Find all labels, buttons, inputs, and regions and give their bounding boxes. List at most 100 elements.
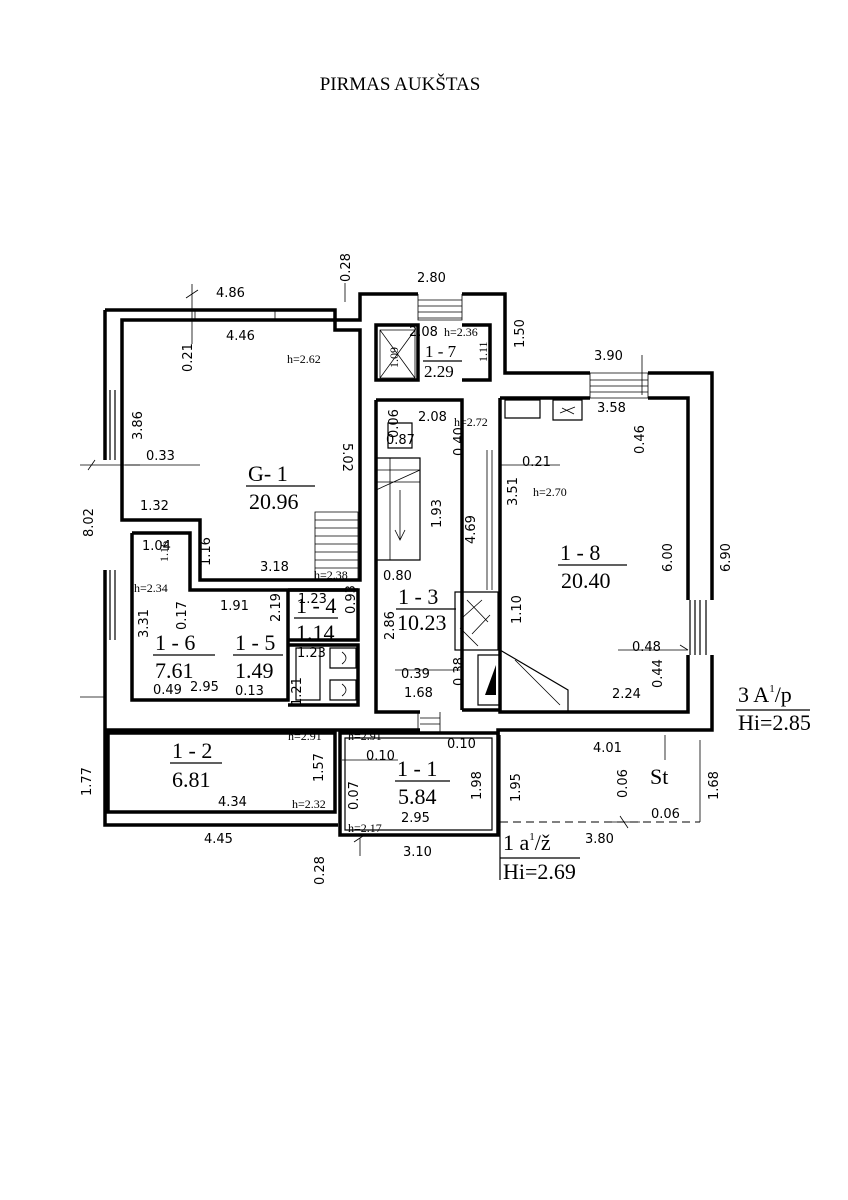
room-id: 1 - 6 — [155, 630, 195, 655]
height-label: h=2.32 — [292, 797, 326, 811]
dimension-label: 1.32 — [140, 499, 169, 514]
dimension-label: 4.86 — [216, 286, 245, 301]
unit-height: Hi=2.69 — [503, 859, 576, 884]
dimension-label: 4.46 — [226, 329, 255, 344]
room-id: G- 1 — [248, 461, 288, 486]
dimension-label: 0.33 — [146, 449, 175, 464]
dimension-label: 1.50 — [513, 319, 528, 348]
svg-text:1 a1/ž: 1 a1/ž — [503, 830, 551, 855]
dimension-labels: 4.86 0.28 2.80 4.46 2.08 1.50 1.09 1.11 … — [80, 253, 734, 885]
height-label: h=2.17 — [348, 821, 382, 835]
dimension-label: 1.57 — [312, 753, 327, 782]
unit-superscript: 1 — [769, 683, 775, 695]
dimension-label: 1.91 — [220, 599, 249, 614]
unit-code: 1 a — [503, 830, 530, 855]
walls — [103, 292, 714, 837]
room-id: 1 - 5 — [235, 630, 275, 655]
dimension-label: 2.86 — [383, 611, 398, 640]
plan-title: PIRMAS AUKŠTAS — [320, 73, 481, 95]
dimension-lines — [80, 283, 810, 880]
dimension-label: 8.02 — [82, 508, 97, 537]
dimension-label: 1.16 — [199, 537, 214, 566]
dimension-label: 3.18 — [260, 560, 289, 575]
dimension-label: 4.01 — [593, 741, 622, 756]
windows — [104, 310, 707, 655]
dimension-label: 0.06 — [387, 409, 402, 438]
unit-label-3a: 3 A1/p Hi=2.85 — [738, 682, 811, 735]
height-label: h=2.91 — [348, 729, 382, 743]
unit-suffix: /ž — [535, 830, 551, 855]
dimension-label: 4.69 — [464, 515, 479, 544]
dimension-label: 6.90 — [719, 543, 734, 572]
dimension-label: 0.13 — [235, 684, 264, 699]
height-label: h=2.38 — [314, 568, 348, 582]
dimension-label: 1.68 — [707, 771, 722, 800]
dimension-label: 2.19 — [269, 593, 284, 622]
unit-height: Hi=2.85 — [738, 710, 811, 735]
dimension-label: 5.02 — [339, 443, 354, 472]
height-labels: h=2.62 h=2.36 h=2.72 h=2.70 h=2.38 h=2.3… — [134, 325, 567, 835]
dimension-label: 4.45 — [204, 832, 233, 847]
height-label: h=2.62 — [287, 352, 321, 366]
dimension-label: 1.77 — [80, 767, 95, 796]
room-id: 1 - 1 — [397, 756, 437, 781]
height-label: h=2.72 — [454, 415, 488, 429]
unit-label-1a: 1 a1/ž Hi=2.69 — [503, 830, 576, 884]
dimension-label: 1.23 — [297, 646, 326, 661]
svg-text:3 A1/p: 3 A1/p — [738, 682, 792, 707]
st-label: St — [650, 764, 668, 789]
dimension-label: 1.11 — [476, 341, 490, 362]
dimension-label: 1.23 — [298, 592, 327, 607]
room-id: 1 - 3 — [398, 584, 438, 609]
dimension-label: 3.51 — [506, 477, 521, 506]
dimension-label: 2.95 — [401, 811, 430, 826]
room-area: 20.40 — [561, 568, 611, 593]
dimension-label: 0.38 — [452, 657, 467, 686]
dimension-label: 2.08 — [418, 410, 447, 425]
dimension-label: 0.49 — [153, 683, 182, 698]
dimension-label: 2.95 — [190, 680, 219, 695]
dimension-label: 1.09 — [387, 347, 401, 368]
dimension-label: 0.21 — [522, 455, 551, 470]
height-label: h=2.91 — [288, 729, 322, 743]
dimension-label: 0.44 — [651, 659, 666, 688]
dimension-label: 2.80 — [417, 271, 446, 286]
dimension-label: 2.24 — [612, 687, 641, 702]
dimension-label: 1.98 — [470, 771, 485, 800]
dimension-label: 0.28 — [339, 253, 354, 282]
height-label: h=2.34 — [134, 581, 168, 595]
dimension-label: 0.93 — [344, 585, 359, 614]
room-id: 1 - 4 — [296, 593, 336, 618]
room-id: 1 - 8 — [560, 540, 600, 565]
room-area: 7.61 — [155, 658, 194, 683]
dimension-label: 0.10 — [447, 737, 476, 752]
unit-suffix: /p — [775, 682, 792, 707]
dimension-label: 0.17 — [175, 601, 190, 630]
height-label: h=2.70 — [533, 485, 567, 499]
dimension-label: 6.00 — [661, 543, 676, 572]
dimension-label: 0.10 — [366, 749, 395, 764]
dimension-label: 0.46 — [633, 425, 648, 454]
dimension-label: 0.06 — [616, 769, 631, 798]
dimension-label: 0.39 — [401, 667, 430, 682]
height-label: h=2.36 — [444, 325, 478, 339]
unit-superscript: 1 — [529, 831, 535, 843]
room-area: 5.84 — [398, 784, 437, 809]
unit-code: 3 A — [738, 682, 769, 707]
room-area: 1.49 — [235, 658, 274, 683]
dimension-label: 3.90 — [594, 349, 623, 364]
dimension-label: 4.34 — [218, 795, 247, 810]
room-area: 2.29 — [424, 362, 454, 381]
dimension-label: 0.80 — [383, 569, 412, 584]
dimension-label: 3.80 — [585, 832, 614, 847]
dimension-label: 1.95 — [509, 773, 524, 802]
room-area: 6.81 — [172, 767, 211, 792]
dimension-label: 0.48 — [632, 640, 661, 655]
fixtures — [295, 329, 583, 713]
dimension-label: 3.31 — [137, 609, 152, 638]
dimension-label: 1.16 — [157, 541, 171, 562]
dimension-label: 0.07 — [347, 781, 362, 810]
dimension-label: 2.08 — [409, 325, 438, 340]
room-labels: G- 1 20.96 1 - 7 2.29 1 - 8 20.40 1 - 3 … — [153, 342, 627, 809]
